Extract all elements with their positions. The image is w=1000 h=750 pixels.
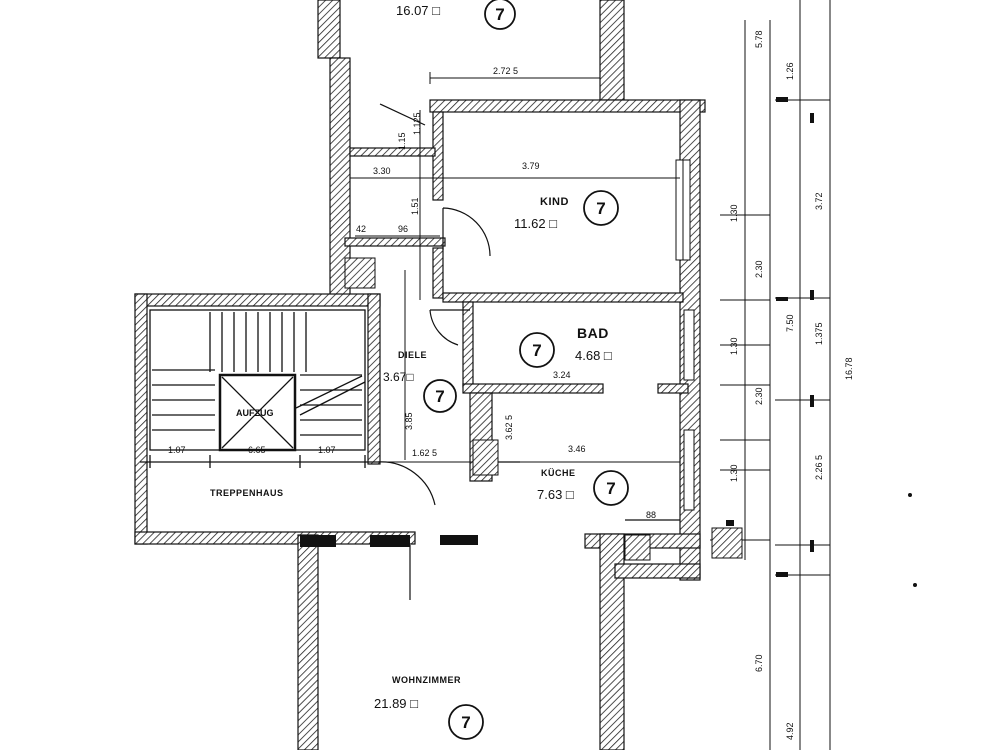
dim-3-85: 3.85 [404, 412, 414, 430]
room-kind-marker-number: 7 [596, 199, 605, 218]
room-kueche-area: 7.63 □ [537, 487, 574, 502]
room-top-area: 16.07 □ [396, 3, 440, 18]
dim-r-6-70: 6.70 [754, 654, 764, 672]
room-top-marker: 7 [484, 0, 516, 30]
dim-42: 42 [356, 224, 366, 234]
dim-3-625: 3.62 5 [504, 415, 514, 440]
room-bad-name: BAD [577, 325, 609, 341]
solid-walls [300, 535, 478, 547]
dim-3-24: 3.24 [553, 370, 571, 380]
doors [377, 103, 680, 600]
dim-1-07-right: 1.07 [318, 445, 336, 455]
room-diele-name: DIELE [398, 350, 427, 360]
dim-r-1-375: 1.375 [814, 322, 824, 345]
room-kind-name: KIND [540, 196, 569, 208]
room-aufzug-name: AUFZUG [236, 408, 274, 418]
elevator-shaft [218, 373, 297, 452]
staircase [140, 309, 380, 468]
room-bad-area: 4.68 □ [575, 348, 612, 363]
room-top-marker-number: 7 [495, 5, 504, 24]
dim-top-width: 2.72 5 [493, 66, 518, 76]
dim-1-07-left: 1.07 [168, 445, 186, 455]
room-diele-area: 3.67□ [383, 370, 414, 384]
dim-r-7-50: 7.50 [785, 314, 795, 332]
dim-3-30: 3.30 [373, 166, 391, 176]
dim-6-65: 6.65 [248, 445, 266, 455]
dim-r-2-265: 2.26 5 [814, 455, 824, 480]
dim-r-1-30a: 1.30 [729, 204, 739, 222]
room-kueche-marker-number: 7 [606, 479, 615, 498]
room-bad-marker: 7 [519, 332, 555, 368]
room-kueche-name: KÜCHE [541, 468, 576, 478]
room-treppenhaus-name: TREPPENHAUS [210, 488, 284, 498]
room-diele-marker-number: 7 [435, 387, 444, 406]
dim-1-625: 1.62 5 [412, 448, 437, 458]
dim-r-1-30b: 1.30 [729, 337, 739, 355]
room-wohnzimmer-marker: 7 [448, 704, 484, 740]
dim-r-5-78: 5.78 [754, 30, 764, 48]
room-bad-marker-number: 7 [532, 341, 541, 360]
dim-r-16-78: 16.78 [844, 357, 854, 380]
dim-96: 96 [398, 224, 408, 234]
room-kind-marker: 7 [583, 190, 619, 226]
dim-kind-width: 3.79 [522, 161, 540, 171]
room-diele-marker: 7 [423, 379, 457, 413]
dim-1-125: 1.125 [412, 112, 422, 135]
room-kind-area: 11.62 □ [514, 216, 557, 231]
windows [675, 159, 695, 511]
dim-r-1-26: 1.26 [785, 62, 795, 80]
dim-1-51: 1.51 [410, 197, 420, 215]
dim-r-4-92: 4.92 [785, 722, 795, 740]
room-wohnzimmer-area: 21.89 □ [374, 696, 418, 711]
dim-88: 88 [646, 510, 656, 520]
room-kueche-marker: 7 [593, 470, 629, 506]
dimension-lines [350, 0, 831, 750]
room-wohnzimmer-name: WOHNZIMMER [392, 675, 461, 685]
room-wohnzimmer-marker-number: 7 [461, 713, 470, 732]
dim-r-2-30a: 2.30 [754, 260, 764, 278]
dimension-labels: 2.72 5 3.79 3.30 1.15 1.125 1.51 42 96 3… [168, 30, 854, 740]
dim-3-46: 3.46 [568, 444, 586, 454]
dim-r-2-30b: 2.30 [754, 387, 764, 405]
fixtures [344, 257, 743, 561]
dim-1-15: 1.15 [397, 132, 407, 150]
dim-r-3-72: 3.72 [814, 192, 824, 210]
dim-r-1-30c: 1.30 [729, 464, 739, 482]
